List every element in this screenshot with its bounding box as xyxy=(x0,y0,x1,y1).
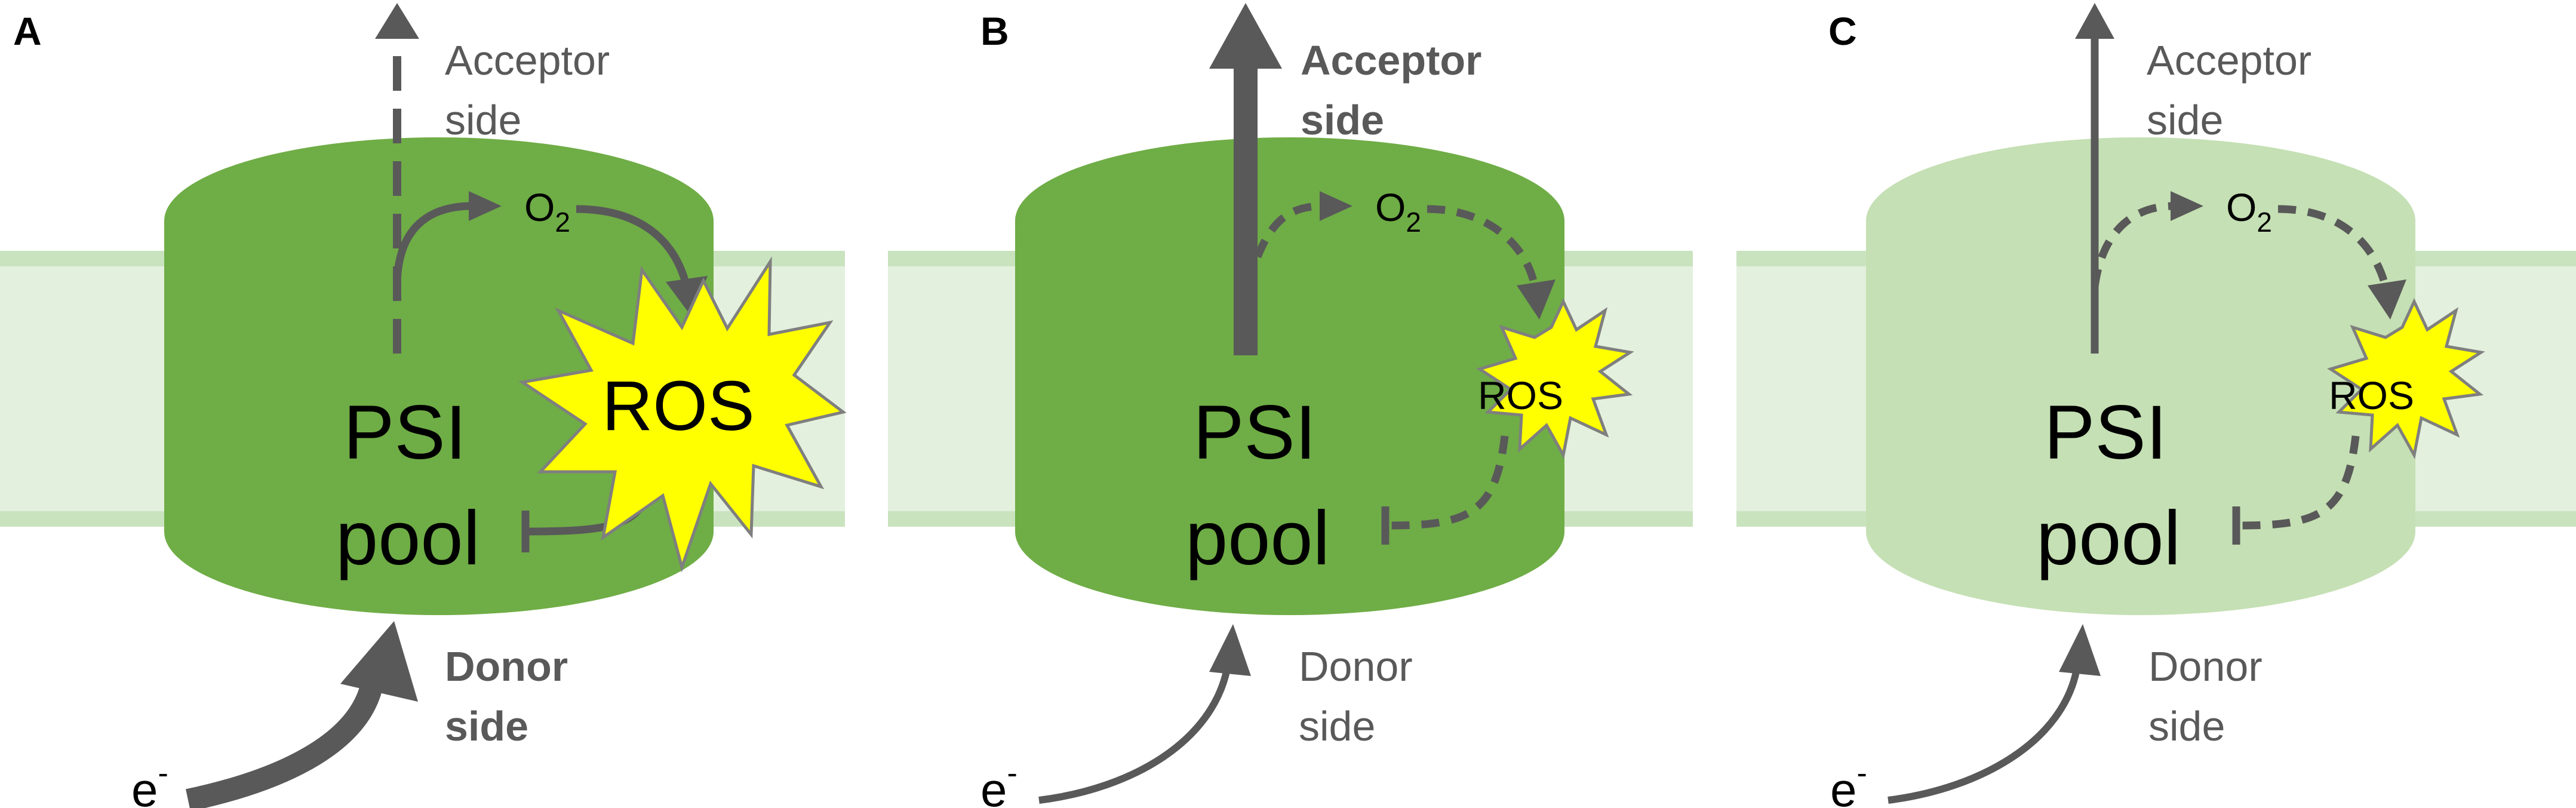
donor-label-2: side xyxy=(1299,703,1375,749)
donor-label: Donor xyxy=(2148,643,2263,690)
donor-label-2: side xyxy=(445,703,528,749)
ros-arrow xyxy=(2277,205,2390,288)
acceptor-label-2: side xyxy=(445,97,521,143)
panel-a: A Acceptor side O2 ROS PSI xyxy=(0,3,847,808)
donor-label-2: side xyxy=(2148,703,2225,749)
donor-label: Donor xyxy=(445,643,568,690)
acceptor-arrowhead xyxy=(1209,3,1282,69)
ros-burst xyxy=(1476,298,1634,460)
acceptor-arrowhead xyxy=(375,3,419,39)
psi-complex xyxy=(1015,137,1564,615)
electron-label: e- xyxy=(980,756,1018,808)
panel-c: C Acceptor side O2 ROS PSI pool Donor si… xyxy=(1736,3,2576,808)
o2-label: O2 xyxy=(2226,185,2272,238)
o2-label: O2 xyxy=(524,185,570,238)
o2-label: O2 xyxy=(1375,185,1421,238)
donor-label: Donor xyxy=(1299,643,1413,690)
psi-label: PSI xyxy=(343,390,466,475)
o2-arrow xyxy=(2091,202,2174,287)
ros-label: ROS xyxy=(602,367,755,446)
acceptor-label: Acceptor xyxy=(1301,37,1481,84)
donor-arrow xyxy=(186,675,385,808)
electron-label: e- xyxy=(131,756,168,808)
acceptor-arrow xyxy=(1234,60,1258,355)
pool-label: pool xyxy=(1185,496,1330,581)
psi-complex xyxy=(1866,137,2415,615)
psi-label: PSI xyxy=(1193,390,1316,475)
acceptor-label-2: side xyxy=(2147,97,2223,143)
o2-arrow xyxy=(393,202,472,287)
panel-letter: B xyxy=(980,9,1009,53)
ros-burst xyxy=(2327,298,2485,460)
ros-label: ROS xyxy=(1478,373,1563,417)
acceptor-label-2: side xyxy=(1301,97,1384,143)
acceptor-label: Acceptor xyxy=(445,37,610,84)
acceptor-arrowhead xyxy=(2075,3,2114,39)
panel-letter: A xyxy=(13,9,42,53)
donor-arrow xyxy=(1038,668,1231,804)
ros-arrow xyxy=(576,205,691,288)
panel-b: B Acceptor side O2 ROS PSI pool Donor xyxy=(888,3,1693,808)
psi-label: PSI xyxy=(2044,390,2167,475)
o2-arrow xyxy=(1253,202,1323,259)
pool-label: pool xyxy=(2036,496,2181,581)
ros-burst xyxy=(518,256,847,573)
pool-label: pool xyxy=(336,496,480,581)
ros-label: ROS xyxy=(2329,373,2414,417)
panel-letter: C xyxy=(1828,9,1857,53)
donor-arrow xyxy=(1888,668,2080,804)
electron-label: e- xyxy=(1830,756,1867,808)
acceptor-label: Acceptor xyxy=(2147,37,2311,84)
ros-arrow xyxy=(1427,205,1539,288)
